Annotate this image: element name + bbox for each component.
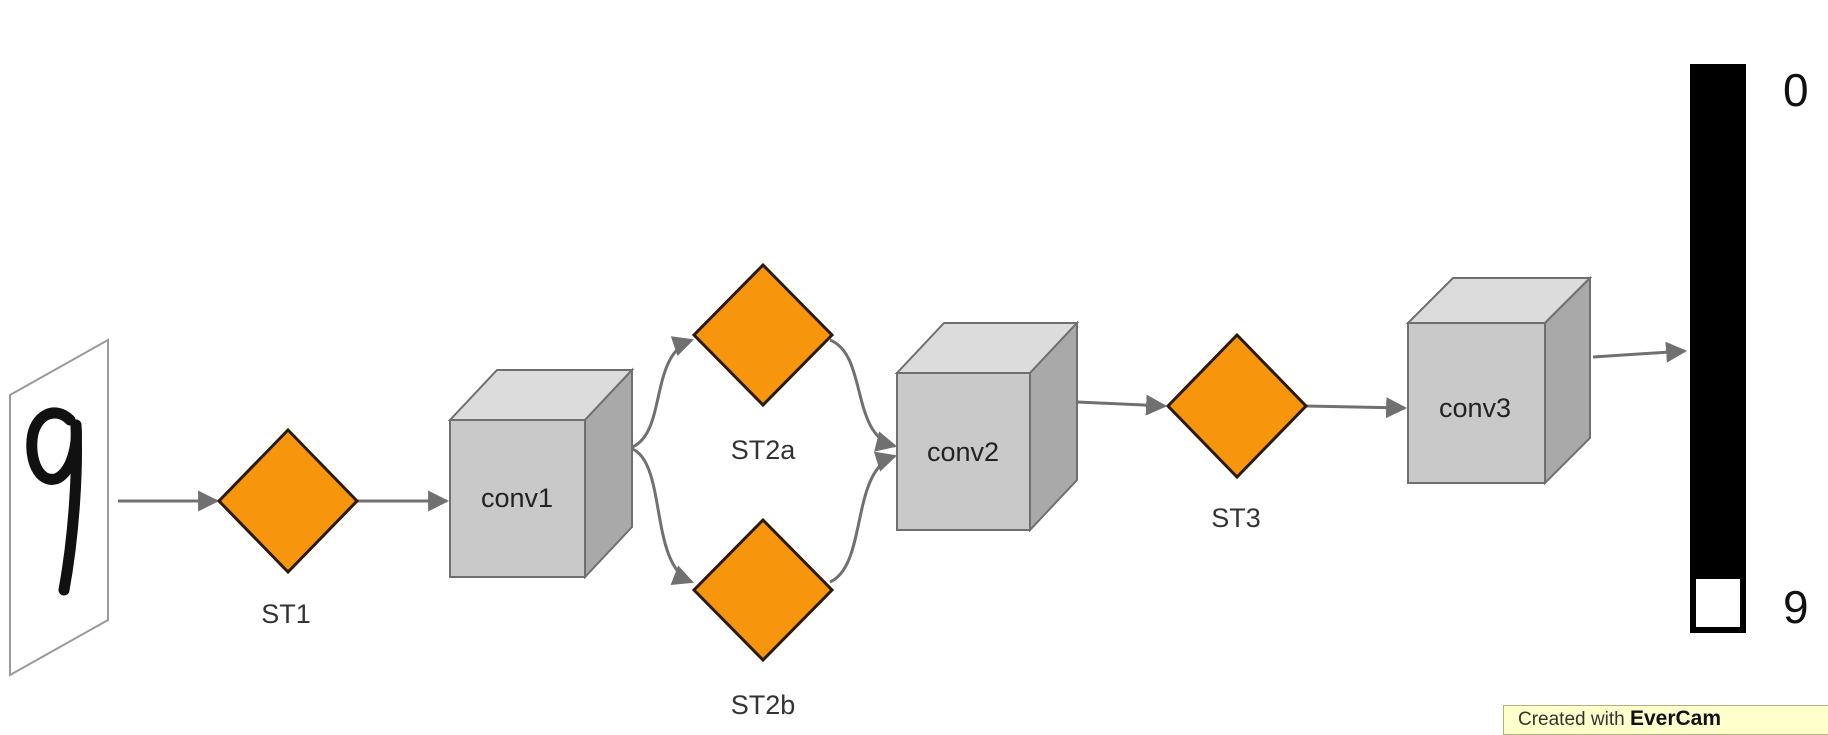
st1-label: ST1 bbox=[261, 599, 311, 629]
conv2-label: conv2 bbox=[927, 437, 999, 467]
edge-conv1-st2a bbox=[629, 336, 694, 450]
edge-conv3-output bbox=[1592, 341, 1688, 363]
output-bar-empty-cell bbox=[1690, 573, 1746, 633]
input-paper bbox=[9, 338, 109, 677]
st2a-node: ST2a bbox=[691, 262, 835, 465]
output-bar: 0 9 bbox=[1690, 64, 1809, 633]
st3-node: ST3 bbox=[1165, 332, 1309, 533]
output-bar-filled bbox=[1690, 64, 1746, 576]
conv1-node: conv1 bbox=[447, 367, 635, 580]
st1-node: ST1 bbox=[216, 427, 360, 629]
conv2-cube-front bbox=[896, 372, 1031, 531]
edge-st3-conv3 bbox=[1305, 397, 1408, 419]
st3-label: ST3 bbox=[1211, 503, 1261, 533]
st1-diamond bbox=[216, 427, 360, 575]
watermark: Created with EverCam bbox=[1503, 705, 1828, 735]
st2b-node: ST2b bbox=[691, 517, 835, 720]
edge-st2b-conv2 bbox=[829, 451, 898, 584]
conv1-label: conv1 bbox=[481, 483, 553, 513]
edge-conv2-st3 bbox=[1076, 394, 1168, 416]
conv2-node: conv2 bbox=[894, 320, 1080, 533]
edges bbox=[118, 336, 1688, 585]
conv3-node: conv3 bbox=[1405, 275, 1593, 486]
conv3-label: conv3 bbox=[1439, 393, 1511, 423]
st2a-diamond bbox=[691, 262, 835, 408]
edge-conv1-st2b bbox=[629, 446, 694, 585]
watermark-prefix: Created with bbox=[1518, 709, 1625, 730]
edge-st2a-conv2 bbox=[829, 338, 898, 452]
output-label-bottom: 9 bbox=[1783, 581, 1809, 633]
st2b-diamond bbox=[691, 517, 835, 663]
output-label-top: 0 bbox=[1783, 64, 1809, 116]
st3-diamond bbox=[1165, 332, 1309, 480]
st2b-label: ST2b bbox=[731, 690, 796, 720]
st2a-label: ST2a bbox=[731, 435, 797, 465]
conv3-cube-front bbox=[1407, 322, 1546, 484]
input-digit-image bbox=[9, 338, 109, 677]
watermark-brand: EverCam bbox=[1629, 707, 1722, 730]
handwritten-digit bbox=[26, 407, 82, 596]
conv1-cube-front bbox=[449, 419, 586, 578]
